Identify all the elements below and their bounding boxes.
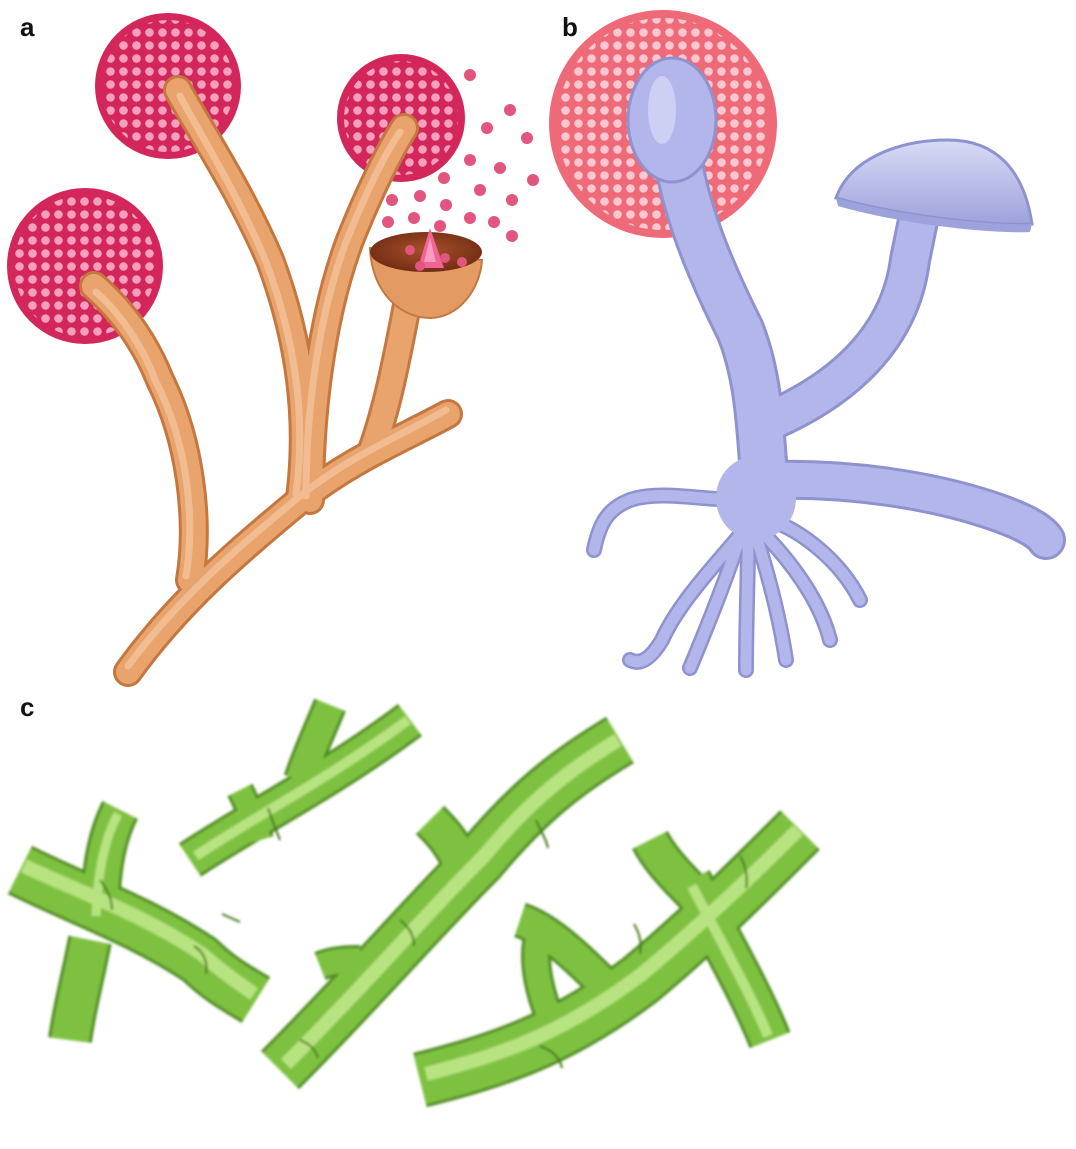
panel-b-illustration [549, 10, 1046, 670]
spore-cup-icon [370, 228, 482, 318]
mushroom-icon [836, 140, 1032, 232]
panel-c-illustration [20, 705, 800, 1080]
panel-a-illustration [7, 13, 539, 672]
panel-label-b: b [562, 14, 578, 40]
panel-label-c: c [20, 694, 34, 720]
panel-label-a: a [20, 14, 34, 40]
